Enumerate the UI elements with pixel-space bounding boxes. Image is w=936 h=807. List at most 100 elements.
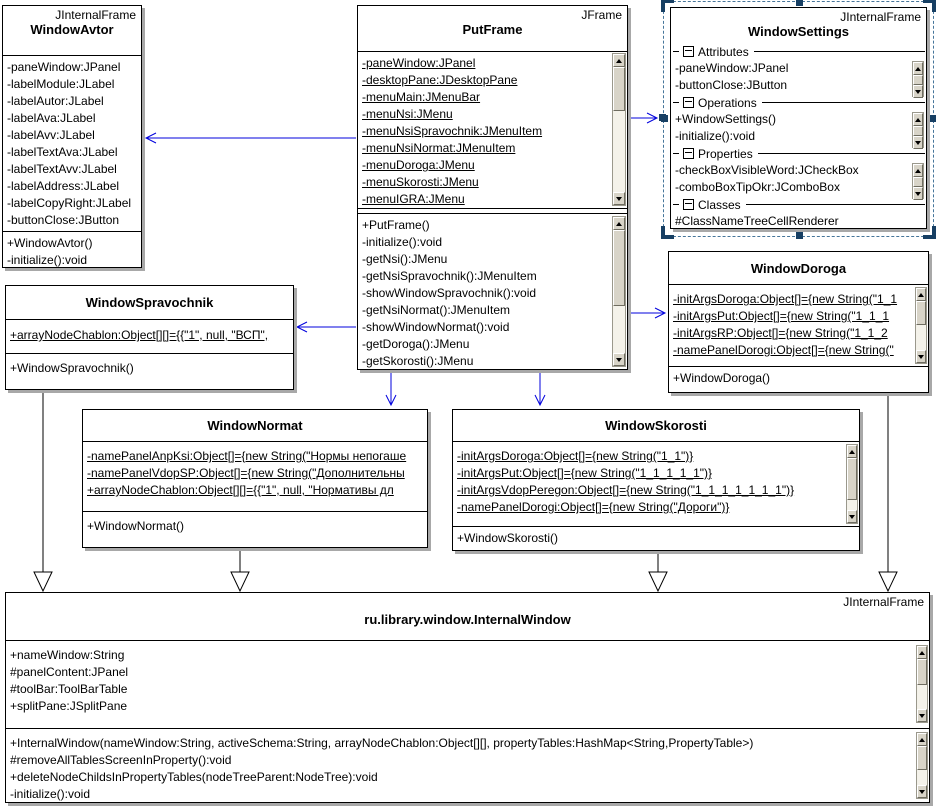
selection-corner-handle[interactable] [923,0,936,12]
stereotype-label: JFrame [581,8,622,22]
scroll-down-button[interactable] [913,187,923,200]
scroll-track[interactable] [917,770,927,785]
scroll-down-button[interactable] [613,353,625,366]
stereotype-label: JInternalFrame [55,8,136,22]
attributes-compartment: +arrayNodeChablon:Object[][]={{"1", null… [6,320,293,354]
operations-compartment: +WindowSkorosti() [453,527,859,550]
scroll-track[interactable] [916,325,926,350]
scrollbar[interactable] [915,287,927,364]
scroll-thumb[interactable] [913,177,923,187]
scroll-thumb[interactable] [613,67,625,111]
attributes-compartment: -initArgsDoroga:Object[]={new String("1_… [453,442,859,527]
member-line: -menuMain:JMenuBar [362,90,481,104]
scroll-down-button[interactable] [916,350,926,363]
member-line: +WindowDoroga() [673,371,771,385]
class-window-skorosti[interactable]: WindowSkorosti -initArgsDoroga:Object[]=… [452,409,860,551]
selection-edge-handle[interactable] [661,115,668,122]
collapse-icon[interactable] [683,199,694,210]
scroll-track[interactable] [917,685,927,709]
member-line: -labelAvv:JLabel [7,128,95,142]
scrollbar[interactable] [612,53,626,206]
member-line: #toolBar:ToolBarTable [10,682,128,696]
class-put-frame[interactable]: JFrame PutFrame -paneWindow:JPanel-deskt… [357,5,628,370]
scroll-down-button[interactable] [847,510,857,523]
scrollbar[interactable] [912,163,924,200]
scroll-up-button[interactable] [917,646,927,659]
scroll-thumb[interactable] [917,746,927,770]
selection-edge-handle[interactable] [929,115,936,122]
scroll-thumb[interactable] [913,126,923,136]
scroll-track[interactable] [847,500,857,510]
selection-corner-handle[interactable] [661,0,674,12]
scroll-track[interactable] [613,306,625,353]
generalization-windowdoroga-internalwindow[interactable] [878,394,898,593]
generalization-windownormat-internalwindow[interactable] [230,549,250,593]
class-window-spravochnik[interactable]: WindowSpravochnik +arrayNodeChablon:Obje… [5,285,294,390]
operations-compartment: +InternalWindow(nameWindow:String, activ… [6,729,929,802]
class-internal-window[interactable]: JInternalFrame ru.library.window.Interna… [5,592,930,803]
scroll-up-button[interactable] [613,54,625,67]
scroll-down-button[interactable] [917,785,927,798]
member-line: -initialize():void [7,253,88,267]
selection-corner-handle[interactable] [661,226,674,239]
member-line: #removeAllTablesScreenInProperty():void [10,753,232,767]
scrollbar[interactable] [912,61,924,98]
scrollbar[interactable] [612,216,626,367]
scrollbar[interactable] [916,732,928,799]
dependency-putframe-windowdoroga[interactable] [629,307,667,319]
generalization-windowspravochnik-internalwindow[interactable] [33,391,53,593]
collapse-icon[interactable] [683,46,694,57]
scroll-down-button[interactable] [917,709,927,722]
class-window-settings[interactable]: JInternalFrame WindowSettings Attributes… [670,7,927,229]
member-line: +WindowAvtor() [7,236,93,250]
scroll-up-button[interactable] [847,445,857,458]
member-line: -initArgsDoroga:Object[]={new String("1_… [673,292,898,306]
collapse-icon[interactable] [683,148,694,159]
member-line: +InternalWindow(nameWindow:String, activ… [10,736,754,750]
dependency-putframe-windownormat[interactable] [385,371,397,407]
scroll-up-button[interactable] [913,164,923,177]
attributes-compartment: -initArgsDoroga:Object[]={new String("1_… [669,285,928,367]
dependency-putframe-windowavtor[interactable] [144,132,356,144]
member-line: -menuIGRA:JMenu [362,192,465,206]
operations-compartment: +WindowDoroga() [669,367,928,392]
scroll-thumb[interactable] [847,458,857,500]
scroll-up-button[interactable] [913,113,923,126]
scroll-up-button[interactable] [913,62,923,75]
selection-edge-handle[interactable] [795,232,803,239]
attributes-compartment: -namePanelAnpKsi:Object[]={new String("Н… [83,442,427,512]
dependency-putframe-windowspravochnik[interactable] [295,321,356,333]
scroll-thumb[interactable] [613,230,625,306]
class-window-normat[interactable]: WindowNormat -namePanelAnpKsi:Object[]={… [82,409,428,548]
scroll-thumb[interactable] [913,75,923,85]
scroll-down-button[interactable] [913,136,923,149]
class-window-avtor[interactable]: JInternalFrame WindowAvtor -paneWindow:J… [2,5,142,268]
class-name: WindowSpravochnik [85,295,214,310]
scroll-up-button[interactable] [916,288,926,301]
dependency-putframe-windowskorosti[interactable] [534,371,546,407]
scroll-track[interactable] [613,111,625,192]
selection-edge-handle[interactable] [795,0,803,6]
scroll-down-button[interactable] [613,192,625,205]
selection-rect-window-settings[interactable] [661,0,936,239]
member-line: +WindowSettings() [675,112,777,126]
collapse-icon[interactable] [683,97,694,108]
scrollbar[interactable] [846,444,858,524]
member-line: -menuSkorosti:JMenu [362,175,479,189]
member-line: +PutFrame() [362,218,430,232]
scroll-down-button[interactable] [913,85,923,98]
class-name: WindowSkorosti [605,418,707,433]
member-line: -getSkorosti():JMenu [362,354,474,368]
scrollbar[interactable] [912,112,924,149]
selection-corner-handle[interactable] [923,226,936,239]
scroll-up-button[interactable] [613,217,625,230]
scrollbar[interactable] [916,645,928,723]
generalization-windowskorosti-internalwindow[interactable] [648,552,668,593]
scroll-thumb[interactable] [917,659,927,685]
scroll-up-button[interactable] [917,733,927,746]
scroll-thumb[interactable] [916,301,926,325]
member-line: -desktopPane:JDesktopPane [362,73,518,87]
class-window-doroga[interactable]: WindowDoroga -initArgsDoroga:Object[]={n… [668,251,929,393]
member-line: #ClassNameTreeCellRenderer [675,214,839,228]
